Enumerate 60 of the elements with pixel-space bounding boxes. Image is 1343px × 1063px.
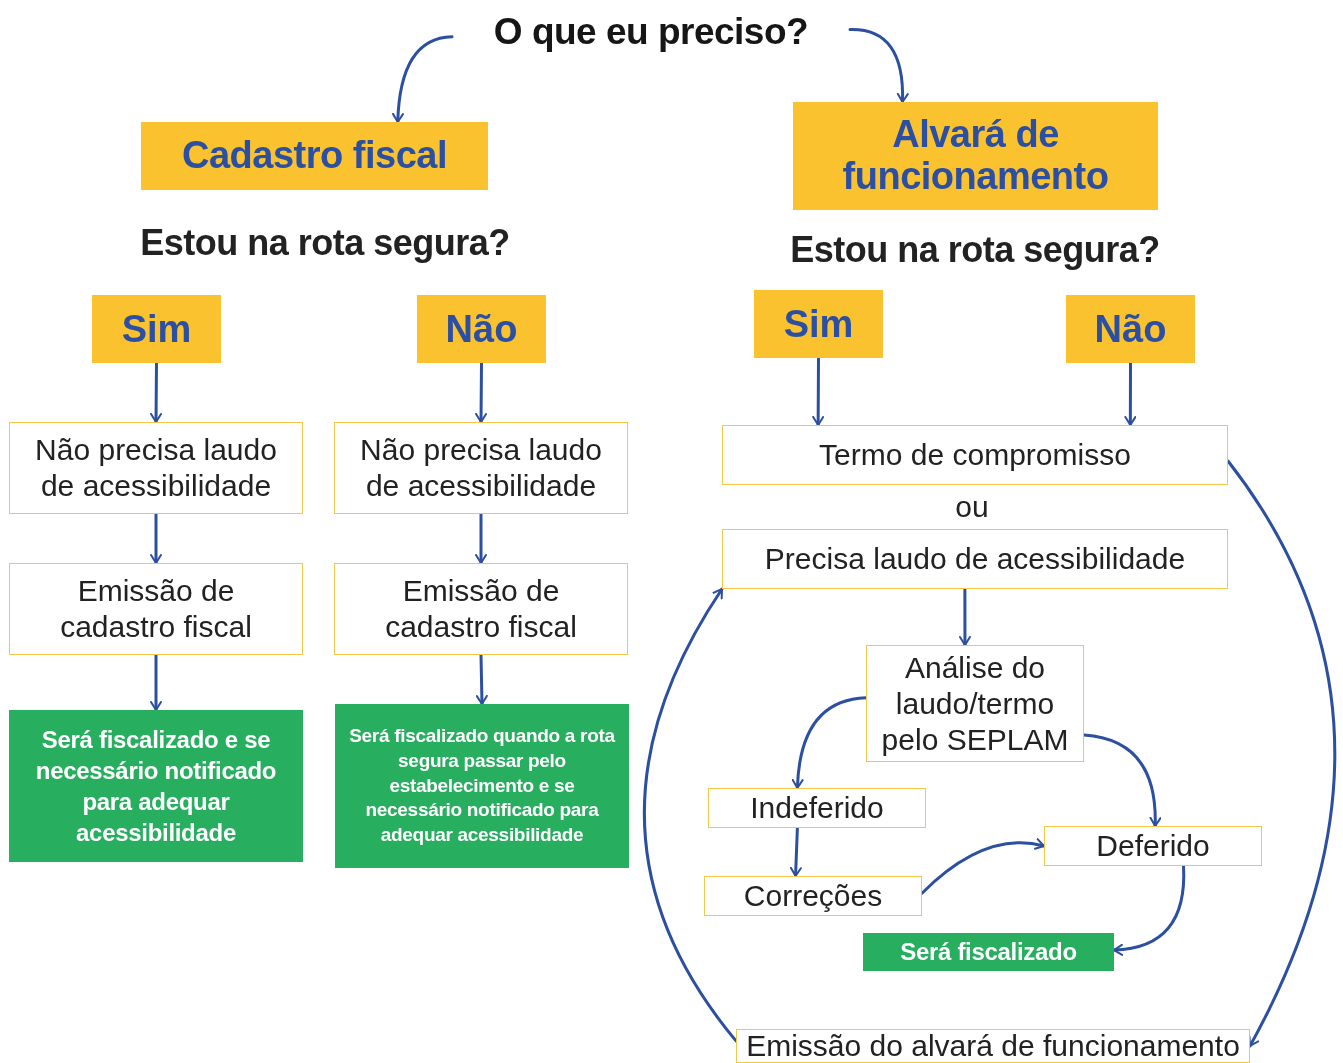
box-text: Será fiscalizado [900,937,1077,968]
question-heading: Estou na rota segura? [789,229,1161,271]
box-text: Sim [783,302,854,346]
box-text: Não [1094,307,1167,351]
box-text: Emissão de cadastro fiscal [59,573,253,645]
box-text: Não [445,307,518,351]
process-box [334,422,628,514]
choice-box [417,295,546,363]
process-box [708,788,926,828]
process-box [9,563,303,655]
topic-box [793,102,1158,210]
arrow [475,512,487,565]
arrow [1226,459,1336,1048]
arrow [643,587,738,1043]
process-box [722,425,1228,485]
process-box [704,876,922,916]
topic-box [141,122,488,190]
question-heading: O que eu preciso? [452,8,850,56]
arrow [475,653,488,706]
arrow [1082,733,1162,828]
box-text: Não precisa laudo de acessibilidade [34,432,278,504]
choice-box [92,295,221,363]
process-box [9,422,303,514]
box-text: Emissão de cadastro fiscal [384,573,578,645]
process-box [722,529,1228,589]
connector-text: ou [954,490,990,524]
arrow [958,587,971,647]
box-text: Correções [743,878,883,914]
box-text: Não precisa laudo de acessibilidade [359,432,603,504]
result-box [335,704,629,868]
box-text: Será fiscalizado quando a rota segura passar pelo estabelecimento e se necessário notificado para adequar acessibilidade [348,724,616,848]
choice-box [754,290,883,358]
box-text: Sim [121,307,192,351]
result-box [9,710,303,862]
box-text: Cadastro fiscal [182,135,447,177]
arrow [791,696,868,790]
box-text: Termo de compromisso [819,437,1131,473]
box-text: Indeferido [750,790,884,826]
process-box [1044,826,1262,866]
arrow [848,28,909,104]
choice-box [1066,295,1195,363]
arrow [920,838,1046,895]
arrow [475,361,488,424]
process-box [866,645,1084,762]
arrow [150,361,163,424]
arrow [150,512,162,565]
process-box [334,563,628,655]
arrow [789,826,802,878]
question-heading: Estou na rota segura? [139,222,511,264]
box-text: Precisa laudo de acessibilidade [764,541,1186,577]
box-text: Análise do laudo/termo pelo SEPLAM [880,649,1070,758]
box-text: Alvará de funcionamento [841,114,1110,198]
result-box [863,933,1114,971]
box-text: Deferido [1096,828,1210,864]
box-text: Emissão do alvará de funcionamento [746,1028,1240,1063]
arrow [150,653,162,712]
arrow [1124,361,1137,427]
arrow [392,35,454,124]
box-text: Será fiscalizado e se necessário notificado para adequar acessibilidade [34,724,278,849]
arrow [812,356,825,427]
